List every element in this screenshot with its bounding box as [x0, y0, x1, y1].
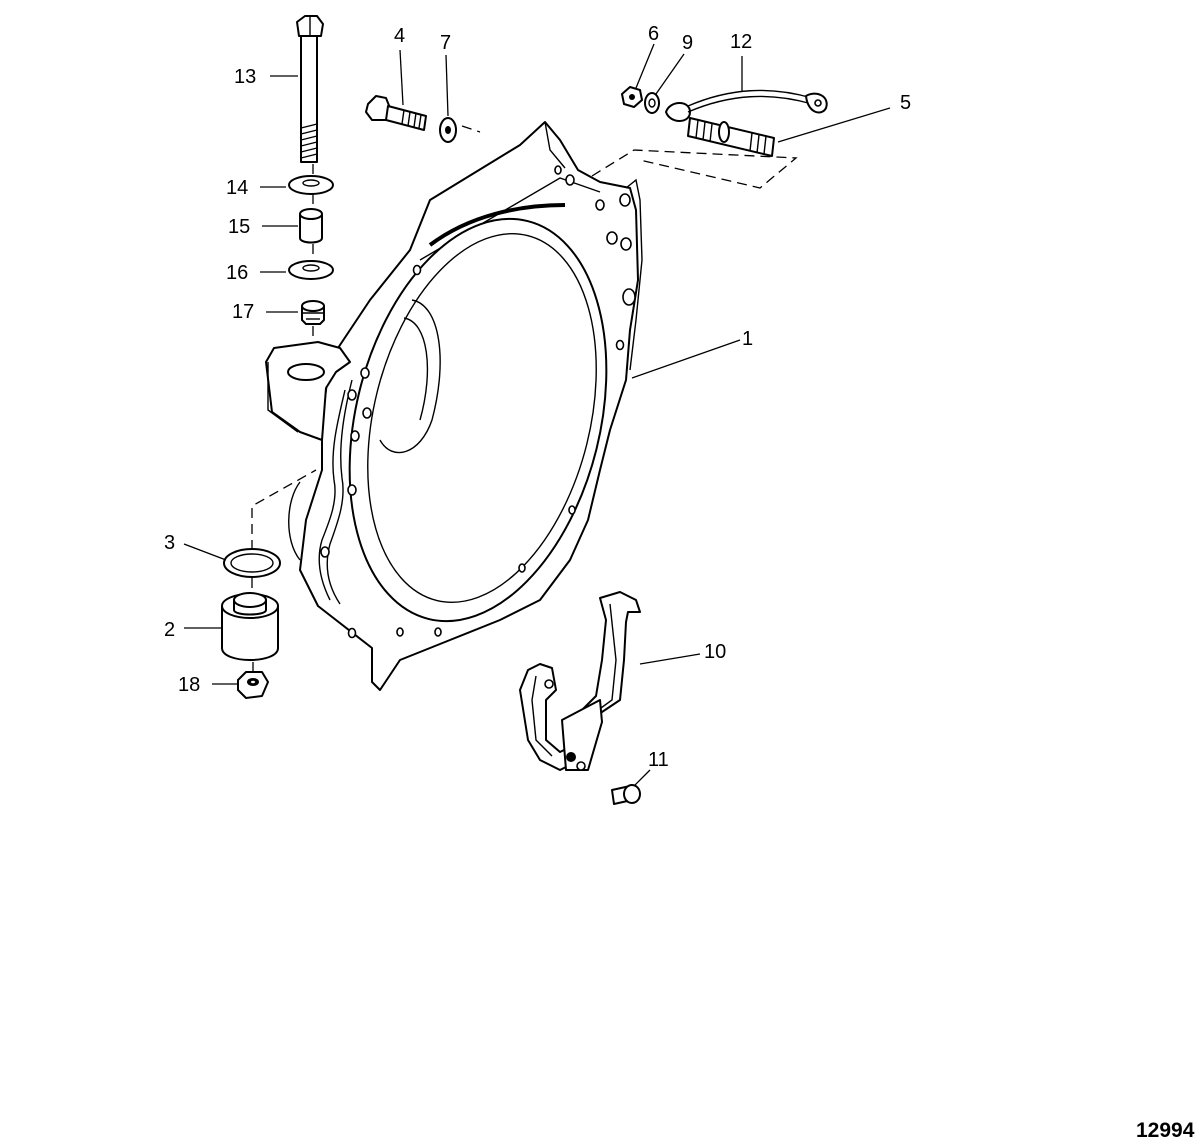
callout-7: 7 — [440, 32, 451, 54]
leader-lines — [183, 43, 891, 787]
ground-strap-12 — [665, 89, 828, 122]
callout-18: 18 — [178, 674, 200, 696]
callout-12: 12 — [730, 31, 752, 53]
callout-11: 11 — [648, 749, 669, 771]
callout-13: 13 — [234, 66, 256, 88]
nut-18 — [237, 671, 269, 699]
washer-16 — [288, 260, 334, 280]
nut-6 — [621, 86, 643, 108]
callout-16: 16 — [226, 262, 248, 284]
callout-3: 3 — [164, 532, 175, 554]
bracket-10 — [519, 591, 641, 771]
figure-number: 12994 — [1136, 1119, 1195, 1142]
stud-5 — [687, 117, 775, 157]
insert-17 — [301, 300, 325, 325]
lockwasher-9 — [644, 92, 660, 114]
callout-10: 10 — [704, 641, 726, 663]
washer-14 — [288, 175, 334, 195]
callout-15: 15 — [228, 216, 250, 238]
bolt-4 — [365, 95, 427, 131]
callouts: 1 2 3 4 5 6 7 9 10 11 12 13 14 15 16 17 … — [164, 23, 911, 771]
o-ring-3 — [223, 548, 281, 578]
callout-14: 14 — [226, 177, 248, 199]
screw-11 — [611, 784, 641, 805]
long-bolt — [296, 15, 324, 163]
flywheel-housing — [265, 121, 643, 691]
callout-2: 2 — [164, 619, 175, 641]
washer-7 — [439, 117, 457, 143]
spacer-15 — [299, 208, 323, 244]
callout-5: 5 — [900, 92, 911, 114]
mount-bushing-2 — [221, 592, 279, 661]
callout-4: 4 — [394, 25, 405, 47]
callout-17: 17 — [232, 301, 254, 323]
callout-9: 9 — [682, 32, 693, 54]
callout-6: 6 — [648, 23, 659, 45]
callout-1: 1 — [742, 328, 753, 350]
